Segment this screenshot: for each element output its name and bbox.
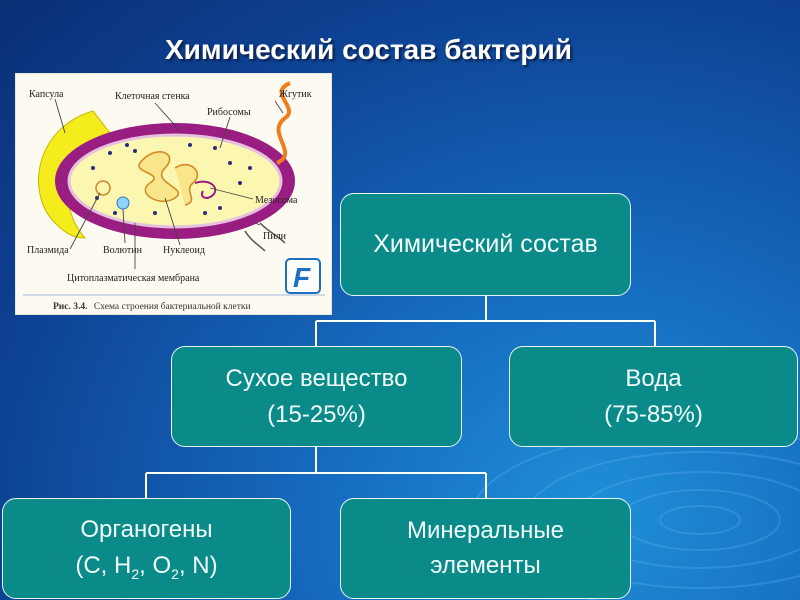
chemical-composition-label: Химический состав: [373, 229, 598, 258]
svg-text:Рис. 3.4. Схема строения: Рис. 3.4. Схема строения бактериальной к…: [53, 301, 251, 312]
organogens-formula: (C, H2, O2, N): [75, 552, 218, 582]
bacterial-cell-diagram: Капсула Клеточная стенка Жгутик Рибосомы…: [14, 72, 333, 316]
ribosome-dots: [91, 143, 252, 215]
label-capsule: Капсула: [29, 89, 64, 100]
publisher-logo-badge: [285, 258, 321, 294]
label-flagellum: Жгутик: [279, 89, 312, 100]
nucleoid-shape: [138, 151, 199, 206]
publisher-logo: F: [293, 262, 311, 293]
chemical-composition-box: Химический состав: [340, 193, 631, 296]
water-label: Вода: [625, 364, 682, 392]
minerals-label-line1: Минеральные: [406, 516, 565, 544]
mesosome-shape: [194, 180, 217, 199]
dry-matter-box: Сухое вещество (15-25%): [171, 346, 462, 447]
minerals-box: Минеральные элементы: [340, 498, 631, 599]
minerals-label-line2: элементы: [430, 551, 541, 579]
label-ribosomes: Рибосомы: [207, 107, 251, 118]
label-cytoplasmic-membrane: Цитоплазматическая мембрана: [67, 273, 200, 284]
water-box: Вода (75-85%): [509, 346, 798, 447]
dry-matter-label: Сухое вещество: [225, 364, 408, 392]
label-cell-wall: Клеточная стенка: [115, 91, 190, 102]
label-pili: Пили: [263, 231, 287, 242]
label-mesosome: Мезосома: [255, 195, 298, 206]
flagellum-shape: [276, 81, 292, 165]
organogens-box: Органогены (C, H2, O2, N): [2, 498, 291, 599]
caption-number: Рис. 3.4.: [53, 302, 88, 312]
label-nucleoid: Нуклеоид: [163, 245, 205, 256]
pili-shape: [244, 222, 286, 252]
label-volutin: Волютин: [103, 245, 143, 256]
organogens-label: Органогены: [80, 516, 213, 544]
label-plasmid: Плазмида: [27, 245, 69, 256]
plasmid-shape: [95, 180, 111, 196]
dry-matter-range: (15-25%): [267, 400, 366, 428]
slide-title: Химический состав бактерий: [165, 34, 572, 65]
water-range: (75-85%): [604, 400, 703, 428]
bacterial-cell-illustration: Капсула Клеточная стенка Жгутик Рибосомы…: [14, 72, 333, 316]
caption-text: Схема строения бактериальной клетки: [94, 301, 251, 312]
